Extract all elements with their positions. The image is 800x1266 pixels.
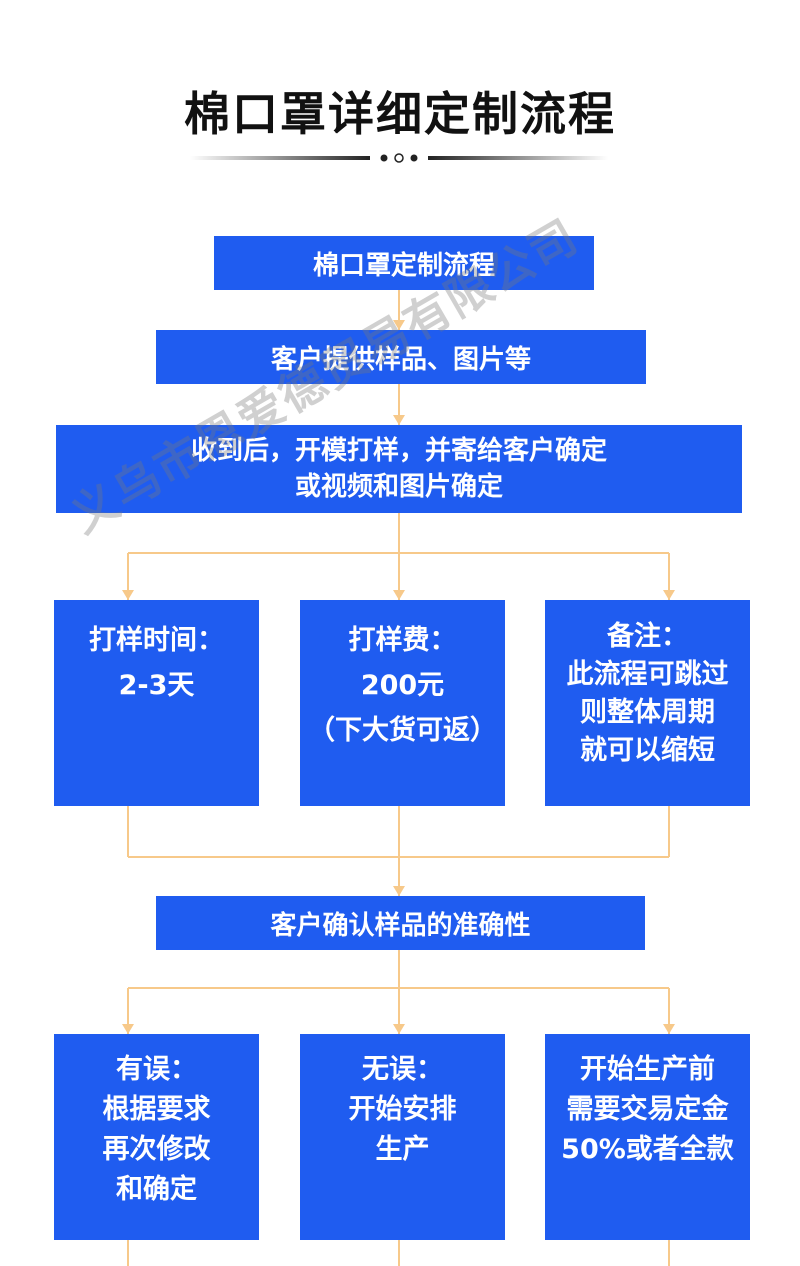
card-line: 此流程可跳过 [566, 659, 729, 690]
card-line: 就可以缩短 [580, 735, 715, 766]
step-confirm-samples: 客户确认样品的准确性 [156, 896, 645, 950]
card-sample-time: 打样时间： 2-3天 [54, 600, 259, 806]
card-line: 和确定 [116, 1174, 197, 1205]
card-line: 开始生产前 [580, 1054, 715, 1085]
page-title: 棉口罩详细定制流程 [184, 87, 616, 141]
card-deposit: 开始生产前 需要交易定金 50%或者全款 [545, 1034, 750, 1240]
card-line: 50%或者全款 [561, 1134, 734, 1165]
card-line: 有误： [116, 1054, 197, 1085]
card-no-error: 无误： 开始安排 生产 [300, 1034, 505, 1240]
card-note: 备注： 此流程可跳过 则整体周期 就可以缩短 [545, 600, 750, 806]
title-divider [190, 153, 608, 163]
card-has-error: 有误： 根据要求 再次修改 和确定 [54, 1034, 259, 1240]
card-line: 再次修改 [102, 1134, 211, 1165]
card-line: 根据要求 [102, 1094, 211, 1125]
step-make-samples: 收到后，开模打样，并寄给客户确定 或视频和图片确定 [56, 425, 742, 513]
card-line: （下大货可返） [308, 715, 497, 746]
card-sample-fee: 打样费： 200元 （下大货可返） [300, 600, 505, 806]
step-start: 棉口罩定制流程 [214, 236, 594, 290]
card-line: 则整体周期 [580, 697, 715, 728]
step-provide-samples: 客户提供样品、图片等 [156, 330, 646, 384]
card-line: 打样时间： [89, 625, 224, 656]
card-line: 生产 [375, 1134, 430, 1165]
card-line: 打样费： [348, 625, 457, 656]
card-line: 200元 [360, 670, 445, 701]
divider-dot-right [410, 154, 418, 162]
card-line: 备注： [607, 621, 688, 652]
step-sample-line-2: 或视频和图片确定 [294, 472, 503, 502]
step-confirm-label: 客户确认样品的准确性 [270, 910, 531, 941]
step-sample-line-1: 收到后，开模打样，并寄给客户确定 [190, 436, 607, 466]
divider-dot-left [380, 154, 388, 162]
step-provide-label: 客户提供样品、图片等 [270, 344, 531, 375]
card-line: 无误： [362, 1054, 443, 1085]
card-line: 2-3天 [118, 670, 195, 701]
card-line: 开始安排 [348, 1094, 457, 1125]
divider-dot-center [394, 153, 404, 163]
step-start-label: 棉口罩定制流程 [312, 250, 495, 281]
card-line: 需要交易定金 [566, 1094, 729, 1125]
